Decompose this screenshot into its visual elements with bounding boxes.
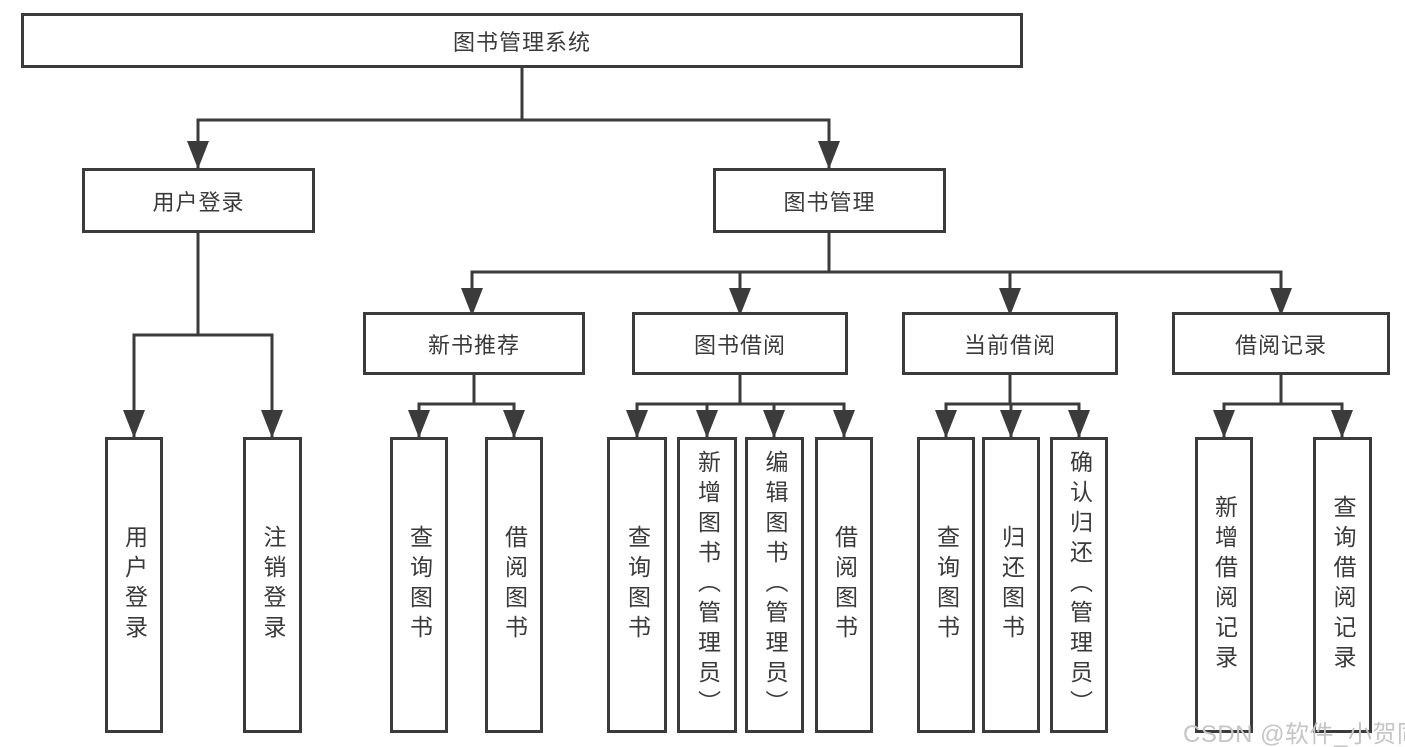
node-label: 当前借阅 [963,332,1056,358]
node-borrowing-records: 借阅记录 [1172,312,1390,375]
node-label: 归还图书 [998,525,1025,645]
node-label: 借阅记录 [1234,332,1327,358]
node-label: 借阅图书 [831,525,858,645]
node-new-book-recommend: 新书推荐 [363,312,585,375]
node-label: 查询图书 [406,525,433,645]
leaf-add-borrow-record: 新增借阅记录 [1195,437,1253,733]
csdn-watermark: CSDN @软件_小贺同学 [1183,721,1405,747]
node-label: 查询借阅记录 [1330,495,1356,675]
node-book-borrowing: 图书借阅 [632,312,848,375]
node-label: 确认归还（管理员） [1066,450,1093,720]
node-label: 图书管理 [783,189,876,215]
node-label: 编辑图书（管理员） [762,450,788,720]
leaf-add-books-admin: 新增图书（管理员） [677,437,737,733]
leaf-query-books-borrow: 查询图书 [607,437,667,733]
leaf-return-books: 归还图书 [982,437,1040,733]
leaf-query-books-current: 查询图书 [917,437,975,733]
node-label: 新书推荐 [427,332,520,358]
leaf-logout: 注销登录 [243,437,302,733]
leaf-confirm-return-admin: 确认归还（管理员） [1050,437,1108,733]
node-label: 图书管理系统 [452,29,591,55]
leaf-user-login: 用户登录 [105,437,163,733]
leaf-borrow-books: 借阅图书 [815,437,873,733]
node-label: 图书借阅 [693,332,786,358]
node-book-management: 图书管理 [713,168,946,233]
leaf-query-books-recommend: 查询图书 [390,437,448,733]
node-label: 查询图书 [624,525,651,645]
leaf-edit-books-admin: 编辑图书（管理员） [745,437,804,733]
node-label: 用户登录 [152,189,245,215]
node-user-login-branch: 用户登录 [82,168,315,233]
node-label: 新增图书（管理员） [694,450,721,720]
node-label: 新增借阅记录 [1211,495,1238,675]
node-label: 注销登录 [260,525,286,645]
node-library-management-system: 图书管理系统 [21,13,1023,68]
leaf-borrow-books-recommend: 借阅图书 [485,437,543,733]
node-label: 用户登录 [121,525,148,645]
node-current-borrowing: 当前借阅 [902,312,1118,375]
leaf-query-borrow-record: 查询借阅记录 [1313,437,1372,733]
node-label: 借阅图书 [501,525,528,645]
node-label: 查询图书 [933,525,960,645]
